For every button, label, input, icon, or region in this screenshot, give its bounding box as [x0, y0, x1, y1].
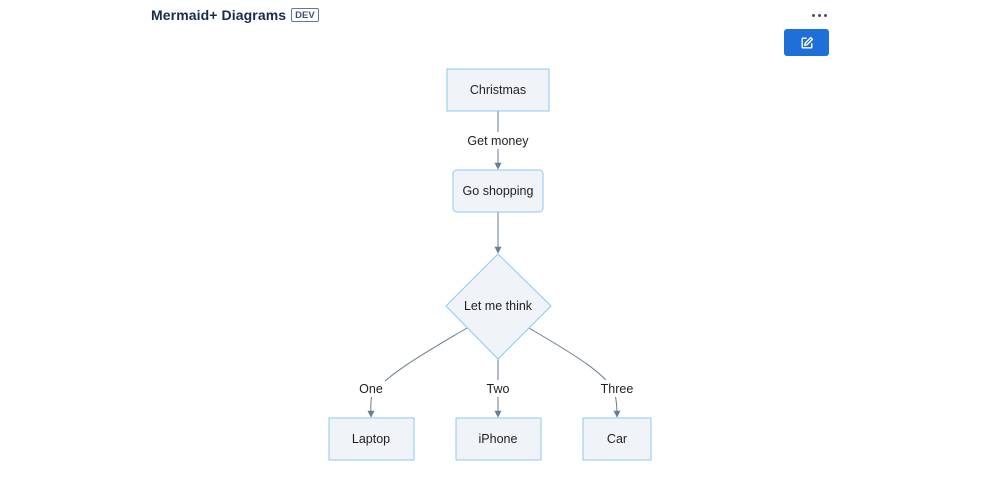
- edge-label-bg: [467, 132, 529, 149]
- node-shape: [446, 68, 550, 112]
- more-dot: [823, 13, 827, 17]
- edge-label-one: One: [359, 382, 383, 396]
- node-shape: [328, 417, 415, 461]
- edge-label-three: Three: [601, 382, 634, 396]
- node-shape: [455, 417, 542, 461]
- more-options-button[interactable]: [806, 6, 832, 24]
- edge-label-two: Two: [487, 382, 510, 396]
- node-label: Christmas: [470, 83, 526, 97]
- node-car[interactable]: Car: [582, 417, 652, 461]
- node-label: iPhone: [479, 432, 518, 446]
- node-go-shopping[interactable]: Go shopping: [452, 169, 544, 213]
- edge-let-me-think-to-laptop: [367, 327, 468, 418]
- node-shape: [452, 169, 544, 213]
- node-label: Let me think: [464, 299, 533, 313]
- edge-label-bg: [485, 380, 512, 397]
- node-label: Car: [607, 432, 627, 446]
- node-laptop[interactable]: Laptop: [328, 417, 415, 461]
- page-title: Mermaid+ Diagrams: [151, 7, 287, 23]
- node-shape: [445, 253, 552, 360]
- more-horizontal-icon: [811, 13, 815, 17]
- node-christmas[interactable]: Christmas: [446, 68, 550, 112]
- node-label: Laptop: [352, 432, 390, 446]
- more-dot: [817, 13, 821, 17]
- edit-button[interactable]: [784, 29, 829, 56]
- edge-label-bg: [599, 380, 635, 397]
- node-label: Go shopping: [463, 184, 534, 198]
- node-iphone[interactable]: iPhone: [455, 417, 542, 461]
- edge-let-me-think-to-car: [528, 327, 621, 418]
- edit-icon: [800, 36, 813, 49]
- environment-badge: DEV: [291, 8, 319, 22]
- edge-label-bg: [357, 380, 385, 397]
- edge-label-get-money: Get money: [467, 134, 529, 148]
- node-shape: [582, 417, 652, 461]
- node-let-me-think[interactable]: Let me think: [445, 253, 552, 360]
- page-header: Mermaid+ Diagrams DEV: [151, 7, 319, 23]
